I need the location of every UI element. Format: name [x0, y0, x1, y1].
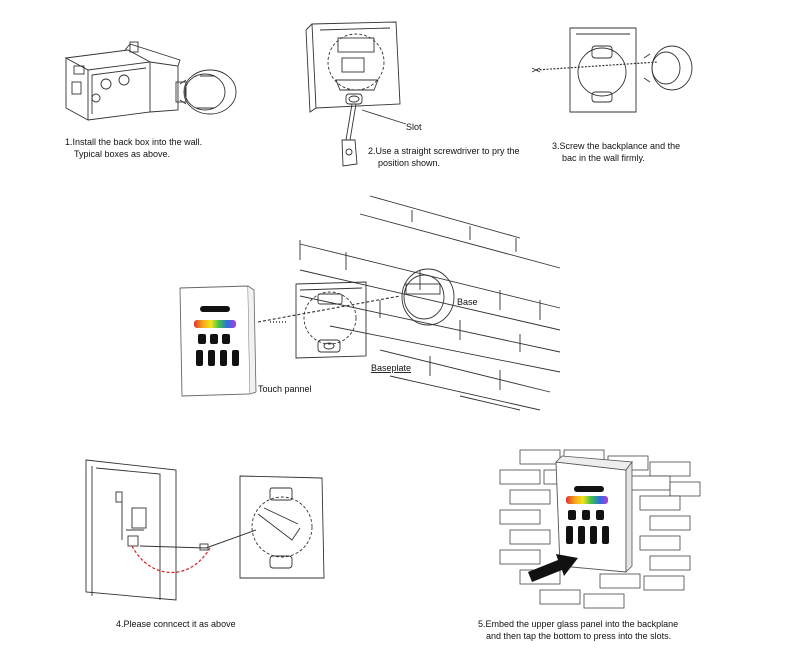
step4-caption: 4.Please conncect it as above: [116, 619, 236, 629]
step1-caption-line2: Typical boxes as above.: [74, 149, 170, 159]
touch-panel-icon: [555, 455, 633, 573]
baseplate-icon: [257, 281, 401, 359]
base-ring-icon: [401, 268, 455, 326]
base-label: Base: [457, 297, 478, 307]
touch-panel-icon: [179, 285, 257, 397]
step3-caption-line2: bac in the wall firmly.: [562, 153, 645, 163]
screwdriver-icon: [341, 103, 407, 167]
step2-caption-line1: 2.Use a straight screwdriver to pry the: [368, 146, 520, 156]
slot-label: Slot: [406, 122, 422, 132]
step2-caption-line2: position shown.: [378, 158, 440, 168]
arrow-icon: [528, 554, 578, 582]
touch-panel-label: Touch pannel: [258, 384, 312, 394]
brick-wall-icon: [299, 195, 561, 411]
back-box-icon: [64, 41, 237, 121]
screw-icon: [531, 27, 693, 113]
red-wire: [131, 545, 211, 574]
baseplate-label: Baseplate: [371, 363, 411, 373]
panel-backplate-icon: [305, 21, 401, 113]
step5-caption-line2: and then tap the bottom to press into th…: [486, 631, 671, 641]
step3-caption-line1: 3.Screw the backplance and the: [552, 141, 680, 151]
wiring-diagram-icon: [85, 459, 325, 601]
step1-caption-line1: 1.Install the back box into the wall.: [65, 137, 202, 147]
step5-caption-line1: 5.Embed the upper glass panel into the b…: [478, 619, 678, 629]
